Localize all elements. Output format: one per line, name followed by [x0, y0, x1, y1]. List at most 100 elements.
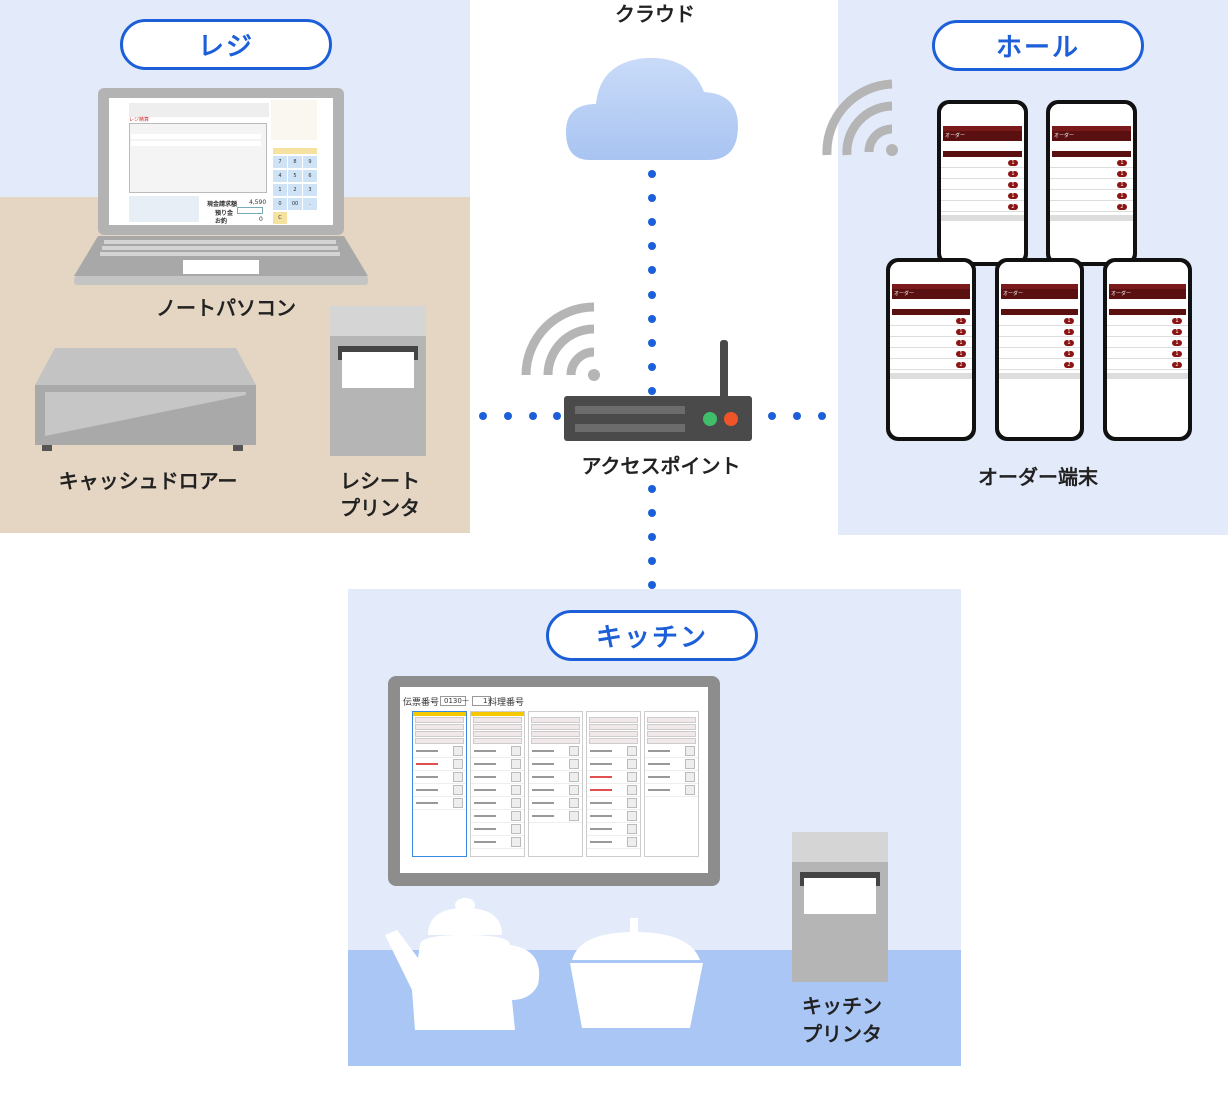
key-2[interactable]: 9: [303, 156, 317, 168]
quantity-badge: 1: [1064, 351, 1074, 357]
quantity-badge: 1: [956, 351, 966, 357]
phone-order-item[interactable]: 1: [1107, 315, 1188, 326]
phone-order-item[interactable]: 2: [941, 201, 1024, 212]
dish-row[interactable]: [471, 810, 524, 823]
deposit-input[interactable]: [237, 207, 263, 214]
quantity-badge: 1: [1117, 182, 1127, 188]
quantity-badge: 2: [956, 362, 966, 368]
dish-row[interactable]: [645, 771, 698, 784]
quantity-badge: 1: [956, 329, 966, 335]
phone-order-item[interactable]: 2: [999, 359, 1080, 370]
wifi-icon-hall: [822, 79, 898, 156]
kitchen-order-column[interactable]: [644, 711, 699, 857]
phone-order-item[interactable]: 1: [999, 315, 1080, 326]
dish-row[interactable]: [471, 758, 524, 771]
key-0[interactable]: 7: [273, 156, 287, 168]
dish-row[interactable]: [529, 797, 582, 810]
dish-row[interactable]: [645, 784, 698, 797]
phone-order-item[interactable]: 1: [999, 348, 1080, 359]
dish-row[interactable]: [471, 797, 524, 810]
key-10[interactable]: 00: [288, 198, 302, 210]
quantity-badge: 1: [1064, 329, 1074, 335]
dish-row[interactable]: [471, 823, 524, 836]
dish-row[interactable]: [471, 836, 524, 849]
dish-row[interactable]: [471, 784, 524, 797]
dish-row[interactable]: [587, 823, 640, 836]
dish-row[interactable]: [587, 784, 640, 797]
phone-order-item[interactable]: 1: [1107, 326, 1188, 337]
change-value: 0: [259, 216, 263, 223]
connection-vertical: [648, 170, 656, 589]
phone-order-item[interactable]: 2: [1107, 359, 1188, 370]
phone-order-item[interactable]: 1: [941, 190, 1024, 201]
phone-order-item[interactable]: 1: [890, 337, 972, 348]
dish-row[interactable]: [587, 771, 640, 784]
phone-order-item[interactable]: 1: [941, 157, 1024, 168]
phone-header: オーダー: [1052, 131, 1131, 141]
kitchen-order-column[interactable]: [412, 711, 467, 857]
key-7[interactable]: 2: [288, 184, 302, 196]
dish-row[interactable]: [587, 745, 640, 758]
dish-row[interactable]: [529, 745, 582, 758]
phone-order-item[interactable]: 2: [890, 359, 972, 370]
dish-row[interactable]: [587, 797, 640, 810]
quantity-badge: 1: [956, 318, 966, 324]
slip-label: 伝票番号: [403, 698, 440, 708]
phone-order-item[interactable]: 1: [1050, 179, 1133, 190]
key-12[interactable]: C: [273, 212, 287, 224]
dish-row[interactable]: [529, 784, 582, 797]
kitchen-order-column[interactable]: [470, 711, 525, 857]
phone-order-item[interactable]: 1: [941, 179, 1024, 190]
dish-row[interactable]: [587, 836, 640, 849]
kitchen-order-column[interactable]: [528, 711, 583, 857]
phone-order-item[interactable]: 1: [890, 315, 972, 326]
phone-order-item[interactable]: 1: [890, 348, 972, 359]
kitchen-order-column[interactable]: [586, 711, 641, 857]
section-register: レジ: [120, 19, 332, 70]
dish-row[interactable]: [645, 758, 698, 771]
phone-order-item[interactable]: 1: [890, 326, 972, 337]
key-11[interactable]: .: [303, 198, 317, 210]
phone-order-item[interactable]: 2: [1050, 201, 1133, 212]
dish-row[interactable]: [413, 797, 466, 810]
dish-row[interactable]: [645, 745, 698, 758]
dish-row[interactable]: [413, 771, 466, 784]
dish-label: 料理番号: [488, 698, 525, 708]
dish-row[interactable]: [587, 810, 640, 823]
key-6[interactable]: 1: [273, 184, 287, 196]
quantity-badge: 1: [1117, 171, 1127, 177]
dish-row[interactable]: [587, 758, 640, 771]
dish-row[interactable]: [529, 771, 582, 784]
phone-order-item[interactable]: 1: [1050, 157, 1133, 168]
quantity-badge: 1: [1008, 182, 1018, 188]
register-tab[interactable]: レジ精算: [129, 117, 150, 123]
phone-header: オーダー: [892, 289, 970, 299]
phone-order-item[interactable]: 1: [999, 326, 1080, 337]
key-8[interactable]: 3: [303, 184, 317, 196]
phone-order-item[interactable]: 1: [1107, 337, 1188, 348]
dish-row[interactable]: [413, 784, 466, 797]
phone-order-item[interactable]: 1: [1107, 348, 1188, 359]
phone-order-item[interactable]: 1: [999, 337, 1080, 348]
kitchen-printer-icon: [792, 832, 888, 982]
dish-row[interactable]: [471, 771, 524, 784]
key-5[interactable]: 6: [303, 170, 317, 182]
phone-order-item[interactable]: 1: [1050, 168, 1133, 179]
key-3[interactable]: 4: [273, 170, 287, 182]
dish-row[interactable]: [529, 758, 582, 771]
dish-row[interactable]: [529, 810, 582, 823]
key-1[interactable]: 8: [288, 156, 302, 168]
phone-header: オーダー: [1001, 289, 1078, 299]
dish-row[interactable]: [471, 745, 524, 758]
dish-row[interactable]: [413, 745, 466, 758]
key-9[interactable]: 0: [273, 198, 287, 210]
quantity-badge: 1: [1064, 340, 1074, 346]
phone-order-item[interactable]: 1: [941, 168, 1024, 179]
dish-row[interactable]: [413, 758, 466, 771]
order-terminal-label: オーダー端末: [978, 465, 1098, 489]
key-4[interactable]: 5: [288, 170, 302, 182]
phone-order-item[interactable]: 1: [1050, 190, 1133, 201]
quantity-badge: 1: [1008, 193, 1018, 199]
quantity-badge: 2: [1064, 362, 1074, 368]
kitchen-screen: 伝票番号 0130 — 1 料理番号: [400, 687, 708, 873]
